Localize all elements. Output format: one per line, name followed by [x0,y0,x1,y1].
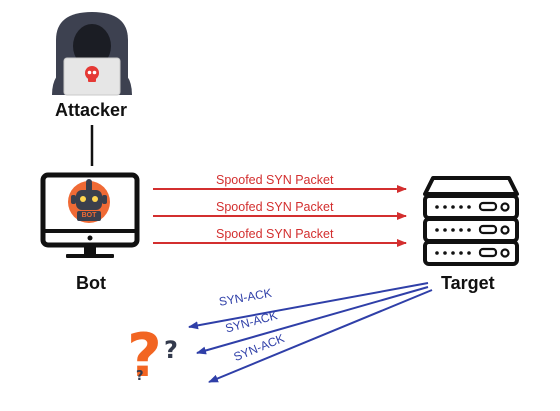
bot-badge: BOT [81,212,97,219]
attacker-label: Attacker [55,100,128,120]
attacker-icon [52,12,132,96]
syn-packet-label: Spoofed SYN Packet [216,200,334,214]
syn-ack-arrow [208,289,433,383]
robot-avatar-icon [68,179,110,223]
bot-label: Bot [76,273,106,293]
question-mark-small-icon: ? [164,336,178,364]
syn-ack-arrow [188,282,429,330]
syn-packet-label: Spoofed SYN Packet [216,227,334,241]
target-server-icon [423,176,519,266]
question-mark-icon: ? [127,321,162,391]
skull-icon [85,66,99,82]
target-label: Target [441,273,495,293]
question-mark-tiny-icon: ? [136,369,144,384]
syn-packet-label: Spoofed SYN Packet [216,173,334,187]
syn-ack-arrow [196,286,429,355]
